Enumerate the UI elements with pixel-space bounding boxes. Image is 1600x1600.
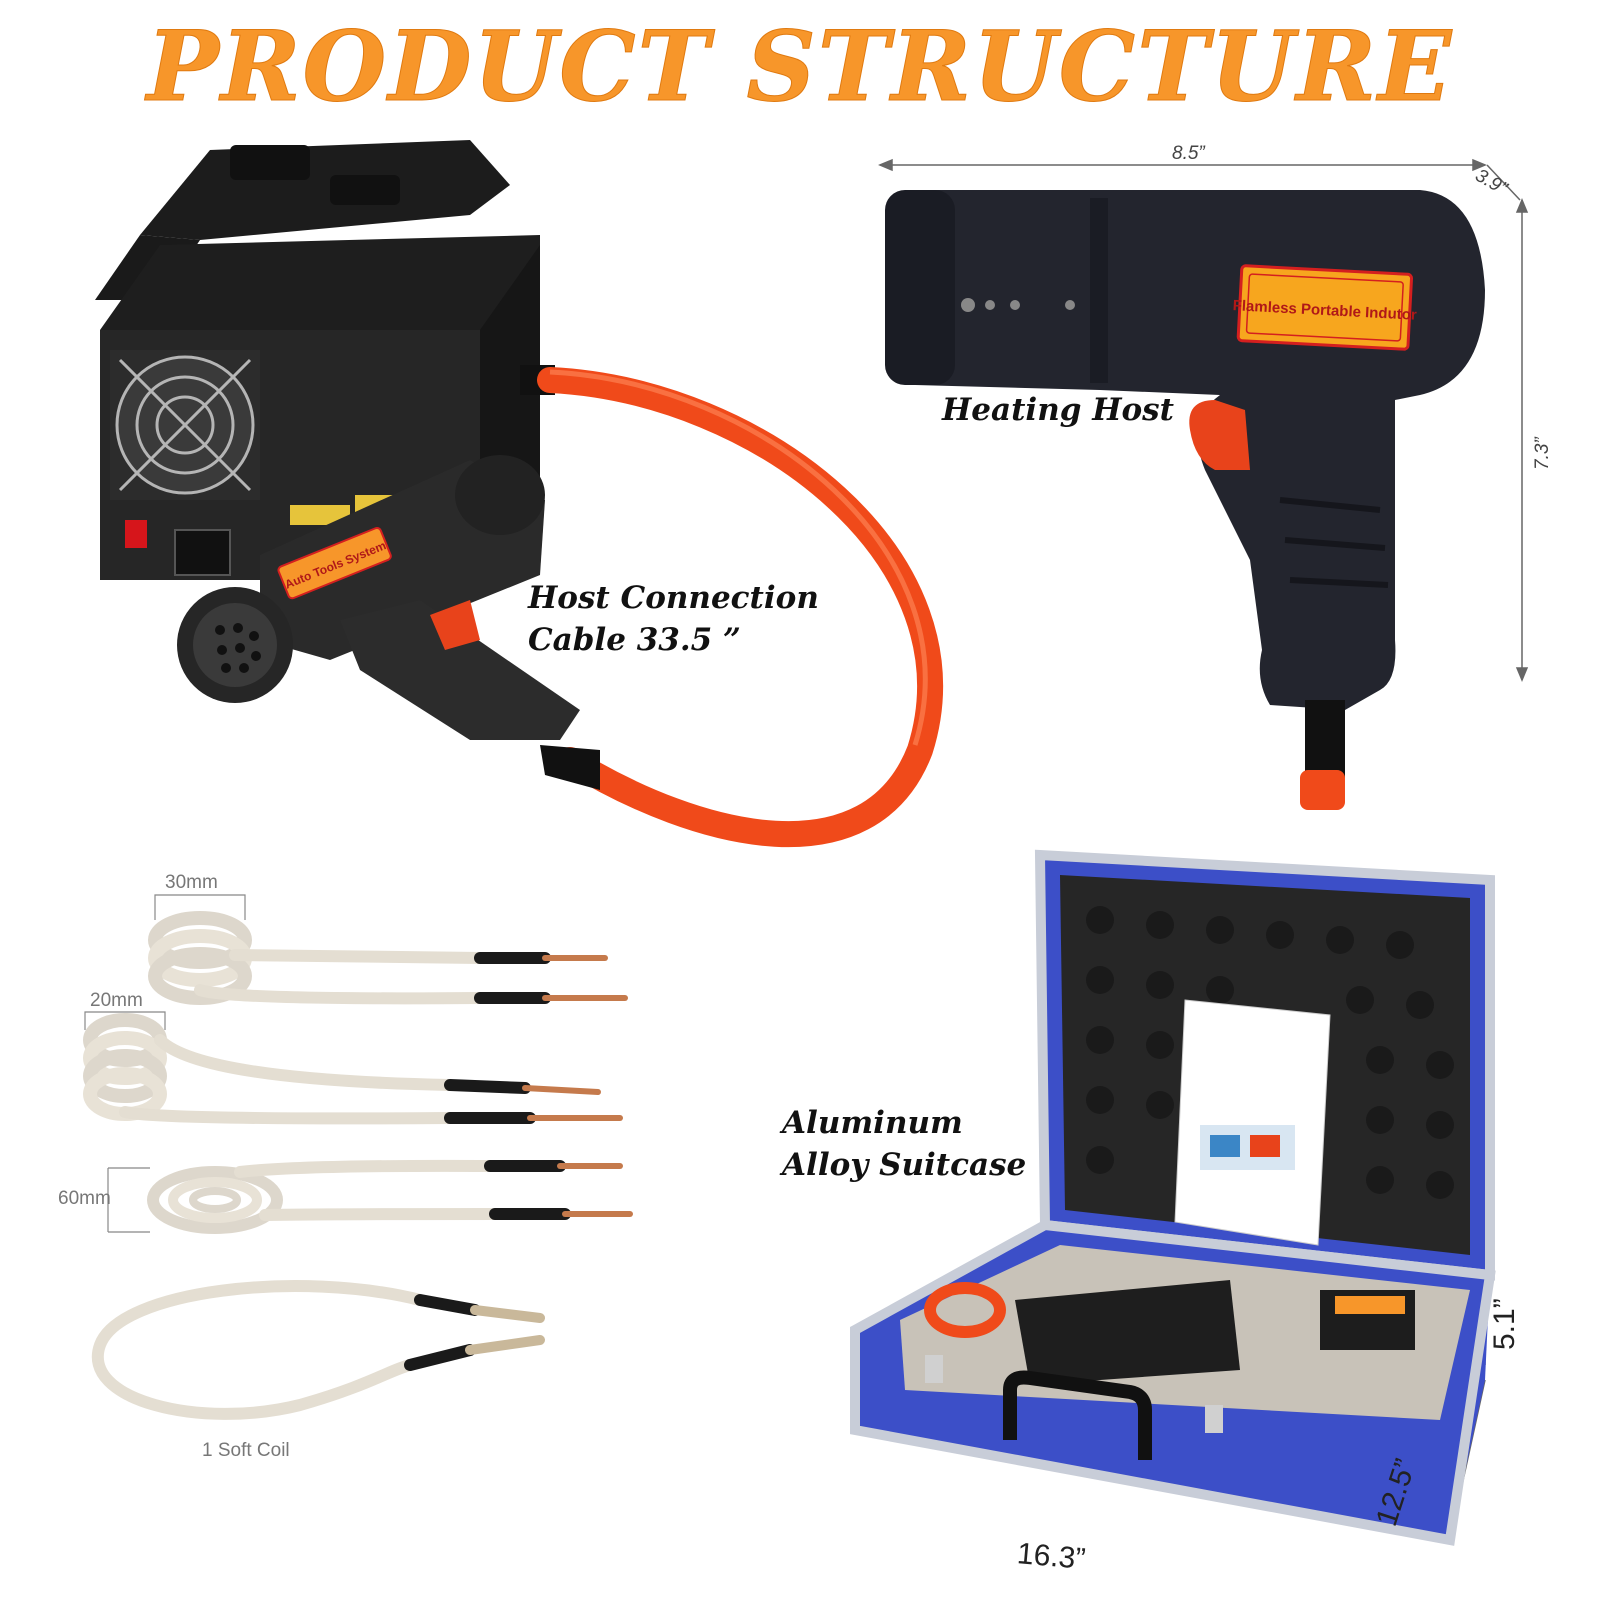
page-title: PRODUCT STRUCTURE: [146, 10, 1454, 124]
gun-height-dimension: 7.3”: [1532, 437, 1553, 470]
induction-coils: [83, 911, 633, 1420]
small-heating-gun: Auto Tools System: [177, 455, 600, 790]
gun-width-dimension: 8.5”: [1172, 143, 1205, 164]
coil-60mm-label: 60mm: [58, 1188, 111, 1209]
suitcase-label: Aluminum Alloy Suitcase: [782, 1105, 1027, 1183]
host-connection-cable: [537, 367, 944, 848]
coil-30mm-label: 30mm: [165, 872, 218, 893]
case-height-dimension: 5.1”: [1488, 1298, 1521, 1350]
coil-dimension-brackets: [84, 894, 246, 1233]
aluminum-suitcase: [850, 849, 1496, 1546]
heating-host-gun: Flamless Portable Indutor: [885, 190, 1485, 810]
soft-coil-label: 1 Soft Coil: [202, 1440, 290, 1461]
case-width-dimension: 16.3”: [1015, 1537, 1087, 1576]
host-connection-cable-label: Host Connection Cable 33.5 ”: [528, 580, 819, 658]
heating-host-label: Heating Host: [942, 392, 1174, 428]
coil-20mm-label: 20mm: [90, 990, 143, 1011]
